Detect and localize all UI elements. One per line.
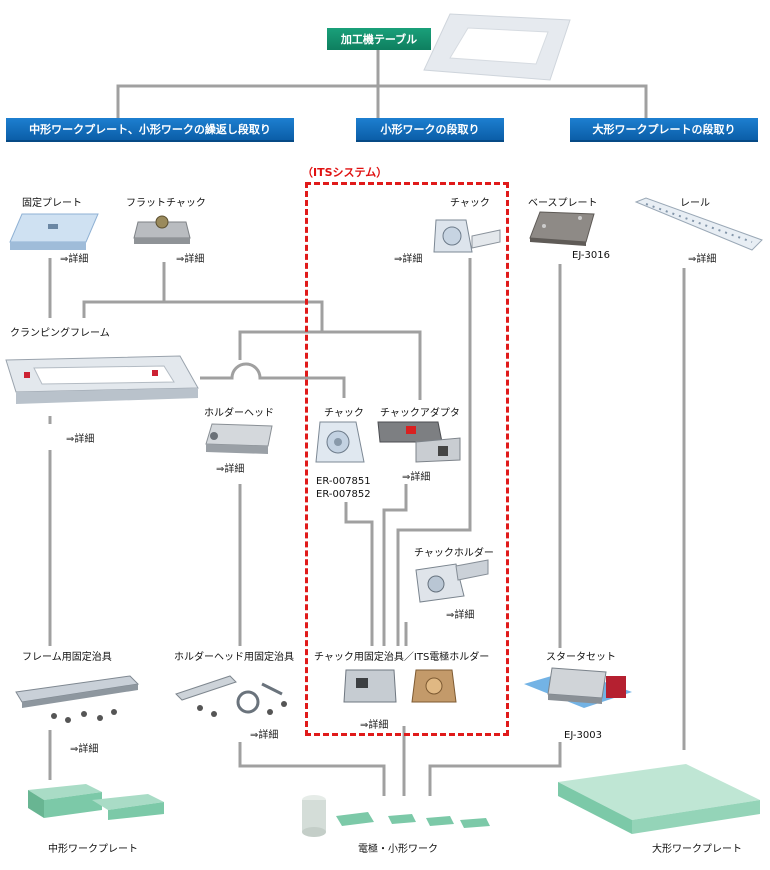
chuck-jig-image <box>340 664 468 712</box>
chuck-holder-label: チャックホルダー <box>414 548 494 559</box>
base-plate-code: EJ-3016 <box>572 250 610 261</box>
chuck-adapter-detail-link[interactable]: ⇒詳細 <box>402 472 431 483</box>
chuck-mid-code-2: ER-007852 <box>316 489 371 500</box>
holder-head-jig-image <box>170 664 296 724</box>
medium-work-plate-image <box>26 780 166 820</box>
its-system-frame <box>305 182 509 736</box>
clamping-frame-detail-link[interactable]: ⇒詳細 <box>66 434 95 445</box>
header-medium-work[interactable]: 中形ワークプレート、小形ワークの繰返し段取り <box>6 118 294 142</box>
frame-jig-detail-link[interactable]: ⇒詳細 <box>70 744 99 755</box>
chuck-top-image <box>430 210 502 260</box>
frame-jig-image <box>14 670 140 734</box>
machine-table-label[interactable]: 加工機テーブル <box>327 28 431 50</box>
rail-image <box>634 196 764 254</box>
starter-set-label: スタータセット <box>546 652 616 663</box>
flat-chuck-detail-link[interactable]: ⇒詳細 <box>176 254 205 265</box>
chuck-adapter-image <box>376 416 462 466</box>
electrode-small-work-label: 電極・小形ワーク <box>358 844 438 855</box>
medium-work-plate-label: 中形ワークプレート <box>48 844 138 855</box>
chuck-mid-code-1: ER-007851 <box>316 476 371 487</box>
holder-head-image <box>202 420 278 460</box>
large-work-plate-image <box>556 762 762 836</box>
header-large-work[interactable]: 大形ワークプレートの段取り <box>570 118 758 142</box>
machine-table-image <box>420 12 580 82</box>
large-work-plate-label: 大形ワークプレート <box>652 844 742 855</box>
chuck-top-label: チャック <box>450 198 490 209</box>
chuck-mid-label: チャック <box>324 408 364 419</box>
holder-head-jig-label: ホルダーヘッド用固定治具 <box>174 652 294 663</box>
chuck-holder-image <box>410 556 490 606</box>
electrode-small-work-image <box>296 792 496 838</box>
rail-label: レール <box>680 198 710 209</box>
fixed-plate-label: 固定プレート <box>22 198 82 209</box>
flat-chuck-label: フラットチャック <box>126 198 206 209</box>
holder-head-label: ホルダーヘッド <box>204 408 274 419</box>
base-plate-image <box>528 208 598 248</box>
fixed-plate-detail-link[interactable]: ⇒詳細 <box>60 254 89 265</box>
flat-chuck-image <box>130 208 194 248</box>
starter-set-image <box>522 664 634 728</box>
chuck-holder-detail-link[interactable]: ⇒詳細 <box>446 610 475 621</box>
fixed-plate-image <box>8 208 100 256</box>
clamping-frame-image <box>4 346 200 418</box>
base-plate-label: ベースプレート <box>528 198 598 209</box>
chuck-top-detail-link[interactable]: ⇒詳細 <box>394 254 423 265</box>
chuck-adapter-label: チャックアダプタ <box>380 408 460 419</box>
clamping-frame-label: クランピングフレーム <box>10 328 110 339</box>
chuck-jig-label: チャック用固定治具／ITS電極ホルダー <box>314 652 490 663</box>
chuck-jig-detail-link[interactable]: ⇒詳細 <box>360 720 389 731</box>
starter-set-code: EJ-3003 <box>564 730 602 741</box>
holder-head-detail-link[interactable]: ⇒詳細 <box>216 464 245 475</box>
rail-detail-link[interactable]: ⇒詳細 <box>688 254 717 265</box>
header-small-work[interactable]: 小形ワークの段取り <box>356 118 504 142</box>
chuck-mid-image <box>312 418 368 470</box>
holder-head-jig-detail-link[interactable]: ⇒詳細 <box>250 730 279 741</box>
its-system-title: （ITSシステム） <box>302 166 388 179</box>
frame-jig-label: フレーム用固定治具 <box>22 652 112 663</box>
